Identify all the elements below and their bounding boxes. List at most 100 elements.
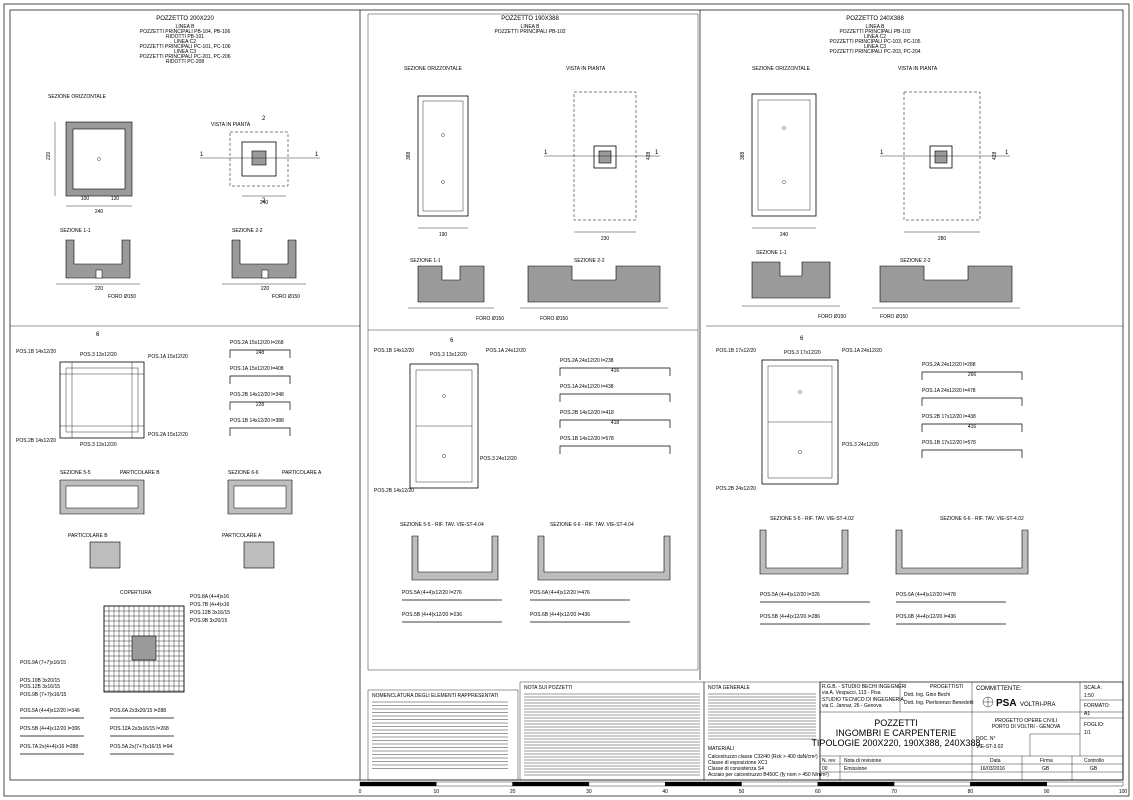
p1-rebar-pos1a: POS.1A 15x12/20	[148, 354, 188, 360]
svg-text:Firma: Firma	[1040, 758, 1053, 764]
svg-text:1/1: 1/1	[1084, 730, 1091, 736]
bar-label: POS.1B 14x12/20 l=388	[230, 418, 284, 424]
p2-sezione-1-1: SEZIONE 1-1	[410, 258, 441, 264]
legend-title: NOMENCLATURA DEGLI ELEMENTI RAPPRESENTAT…	[372, 693, 498, 699]
subtitle-line: LINEA C3	[174, 49, 196, 55]
p3-vista-in-pianta: VISTA IN PIANTA	[898, 66, 938, 72]
svg-text:SCALA:: SCALA:	[1084, 685, 1102, 691]
svg-text:130: 130	[111, 196, 120, 202]
psa-logo: PSA VOLTRI-PRA	[982, 696, 1056, 709]
p3-rebar-pos2b: POS.2B 24x12/20	[716, 486, 756, 492]
svg-text:1: 1	[1005, 150, 1009, 156]
subtitle-line: POZZETTI PRINCIPALI PC-201, PC-206	[139, 54, 230, 60]
bottom-bar-label: POS.5B (4+4)x12/20 l=236	[402, 612, 462, 618]
svg-text:2: 2	[262, 198, 266, 204]
p2-rebar-pos3-b: POS.3 24x12/20	[480, 456, 517, 462]
p1-sezione-1-1: SEZIONE 1-1	[60, 228, 91, 234]
svg-text:Controllo: Controllo	[1084, 758, 1104, 764]
title-block: R.G.B. - STUDIO BECHI INGEGNERI via A. V…	[811, 681, 1124, 781]
p3-rebar-pos3: POS.3 17x12/20	[784, 350, 821, 356]
ruler-tick: 100	[1119, 789, 1128, 795]
ruler-tick: 30	[586, 789, 592, 795]
svg-text:240: 240	[780, 232, 789, 238]
ruler-tick: 60	[815, 789, 821, 795]
nota-pozzetti-title: NOTA SUI POZZETTI	[524, 685, 573, 691]
drawing-title: POZZETTI	[874, 718, 918, 728]
p2-sezione-2-2: SEZIONE 2-2	[574, 258, 605, 264]
bar-label: POS.2B 14x12/20 l=348	[230, 392, 284, 398]
svg-text:PROGETTISTI: PROGETTISTI	[930, 684, 963, 690]
firm-name: R.G.B. - STUDIO BECHI INGEGNERI	[822, 684, 906, 690]
bottom-bar-label: POS.5A 2x(7+7)x16/15 l=94	[110, 744, 172, 750]
svg-text:N. rev: N. rev	[822, 758, 836, 764]
cop-label: POS.7B (4+4)x16	[190, 602, 230, 608]
svg-text:PSA: PSA	[996, 698, 1017, 709]
subtitle-line: LINEA B	[521, 24, 541, 30]
p2-vista-in-pianta: VISTA IN PIANTA	[566, 66, 606, 72]
ruler-tick: 0	[359, 789, 362, 795]
svg-text:230: 230	[601, 236, 610, 242]
bar-label: POS.2B 14x12/20 l=418	[560, 410, 614, 416]
cop-label: POS.9A (7+7)x16/15	[20, 660, 66, 666]
ruler-tick: 50	[739, 789, 745, 795]
bar-dimension: 416	[611, 368, 620, 374]
svg-text:FORMATO:: FORMATO:	[1084, 703, 1110, 709]
svg-text:Classe di esposizione XC1: Classe di esposizione XC1	[708, 760, 768, 766]
bottom-bar-label: POS.5B (4+4)x12/20 l=306	[20, 726, 80, 732]
svg-text:1: 1	[200, 152, 204, 158]
svg-text:PROGETTO OPERE CIVILI: PROGETTO OPERE CIVILI	[995, 718, 1057, 724]
svg-text:DOC. N°: DOC. N°	[976, 736, 996, 742]
bottom-bar-label: POS.5A (4+4)x12/20 l=326	[760, 592, 820, 598]
bar-label: POS.2A 24x12/20 l=238	[560, 358, 614, 364]
bar-dimension: 418	[611, 420, 620, 426]
svg-text:PARTICOLARE B: PARTICOLARE B	[120, 470, 160, 476]
svg-text:GB: GB	[1090, 766, 1098, 772]
bottom-bar-label: POS.5B (4+4)x12/20 l=286	[760, 614, 820, 620]
svg-text:2: 2	[262, 116, 266, 122]
svg-text:220: 220	[95, 286, 104, 292]
subtitle-line: LINEA B	[866, 24, 886, 30]
p2-foro-2: FORO Ø150	[540, 316, 568, 322]
p1-sezione-orizzontale: SEZIONE ORIZZONTALE	[48, 94, 107, 100]
bar-dimension: 416	[968, 424, 977, 430]
revision-date: 16/03/2016	[980, 766, 1005, 772]
ruler-tick: 10	[434, 789, 440, 795]
p3-rebar-pos1b: POS.1B 17x12/20	[716, 348, 756, 354]
ruler-tick: 90	[1044, 789, 1050, 795]
svg-text:PARTICOLARE A: PARTICOLARE A	[282, 470, 322, 476]
svg-text:1: 1	[655, 150, 659, 156]
p3-sezione-1-1: SEZIONE 1-1	[756, 250, 787, 256]
svg-text:1: 1	[880, 150, 884, 156]
p3-sezione-2-2: SEZIONE 2-2	[900, 258, 931, 264]
svg-text:240: 240	[260, 200, 269, 206]
p2-sezione-5-5: SEZIONE 5-5 - RIF. TAV. VIE-ST-4.04	[400, 522, 484, 528]
svg-text:428: 428	[646, 151, 652, 160]
p1-foro-1: FORO Ø150	[108, 294, 136, 300]
ruler-tick: 80	[968, 789, 974, 795]
svg-text:Classe di consistenza S4: Classe di consistenza S4	[708, 766, 764, 772]
svg-text:INGOMBRI E CARPENTERIE: INGOMBRI E CARPENTERIE	[836, 728, 957, 738]
bar-label: POS.2A 24x12/20 l=288	[922, 362, 976, 368]
bottom-bar-label: POS.6A (4+4)x12/20 l=478	[896, 592, 956, 598]
p1-rebar-pos3-b: POS.3 13x12/20	[80, 442, 117, 448]
svg-text:1: 1	[544, 150, 548, 156]
subtitle-line: LINEA C2	[174, 39, 196, 45]
sheet-border	[3, 3, 1130, 797]
committente-label: COMMITTENTE:	[976, 686, 1022, 692]
bottom-bar-label: POS.5A (4+4)x12/20 l=276	[402, 590, 462, 596]
p2-rebar-pos1b: POS.1B 14x12/20	[374, 348, 414, 354]
svg-text:Dott. Ing. Pierlorenzo Benedet: Dott. Ing. Pierlorenzo Benedetti	[904, 700, 974, 706]
svg-text:Data: Data	[990, 758, 1001, 764]
panel1-title: POZZETTO 200X220	[156, 16, 214, 22]
p2-rebar-pos3: POS.3 13x12/20	[430, 352, 467, 358]
revision-number: 00	[822, 766, 828, 772]
bottom-bar-label: POS.6B (4+4)x12/20 l=436	[530, 612, 590, 618]
bar-dimension: 228	[256, 402, 265, 408]
svg-text:220: 220	[261, 286, 270, 292]
cop-label: POS.10B 3x20/15	[20, 678, 60, 684]
svg-text:Acciaio per calcestruzzo B450C: Acciaio per calcestruzzo B450C (fy nom >…	[708, 772, 829, 778]
p2-rebar-pos1a: POS.1A 24x12/20	[486, 348, 526, 354]
